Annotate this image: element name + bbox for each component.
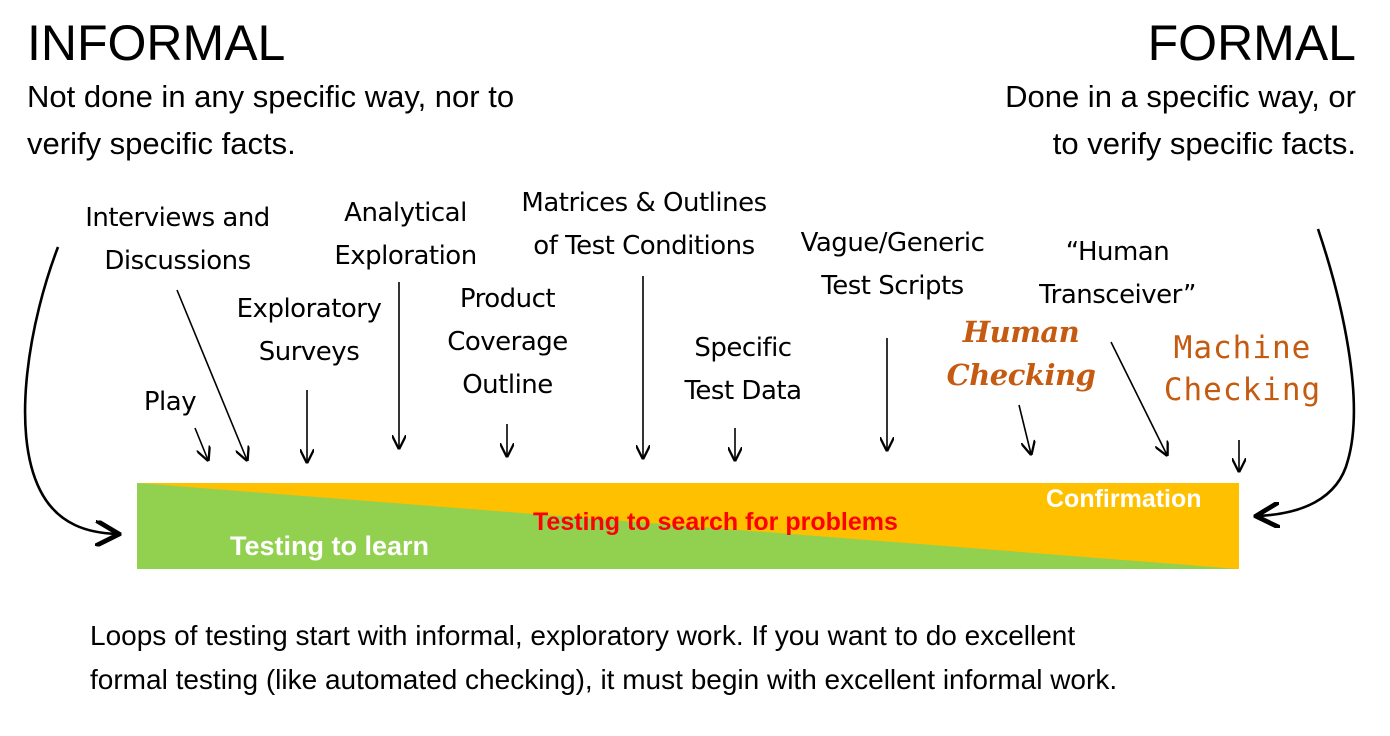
activity-human-checking: Human Checking [936, 311, 1106, 397]
activity-vague-scripts-line2: Test Scripts [821, 271, 964, 301]
activity-specific-data: Specific Test Data [668, 327, 818, 413]
informal-desc-line1: Not done in any specific way, nor to [27, 79, 515, 114]
band-green-region [137, 483, 1239, 569]
formal-desc-line1: Done in a specific way, or [1005, 79, 1356, 114]
arrow-play [194, 427, 208, 460]
loop-arrow-right [1258, 228, 1356, 516]
activity-matrices-line2: of Test Conditions [533, 231, 755, 261]
footer-line2: formal testing (like automated checking)… [90, 664, 1118, 695]
activity-human-transceiver-line1: “Human [1065, 237, 1170, 267]
activity-interviews-line2: Discussions [104, 246, 251, 276]
activity-play-line1: Play [143, 387, 197, 417]
footer-line1: Loops of testing start with informal, ex… [90, 620, 1076, 651]
arrow-interviews [176, 289, 247, 460]
formal-title: FORMAL [1147, 15, 1356, 71]
activity-analytical: Analytical Exploration [323, 192, 488, 278]
loop-arrow-left [23, 246, 117, 534]
band-label-confirmation: Confirmation [1046, 485, 1202, 513]
activity-surveys-line2: Surveys [258, 337, 360, 367]
activity-analytical-line2: Exploration [334, 241, 477, 271]
band-label-search: Testing to search for problems [533, 508, 898, 536]
activity-product-coverage: Product Coverage Outline [435, 278, 580, 407]
activity-analytical-line1: Analytical [344, 198, 467, 228]
arrow-human-checking [1018, 404, 1031, 454]
activity-product-coverage-line2: Coverage [447, 327, 568, 357]
activity-vague-scripts-line1: Vague/Generic [800, 228, 985, 258]
informal-title: INFORMAL [27, 15, 286, 71]
formal-desc-line2: to verify specific facts. [1052, 126, 1356, 161]
activity-interviews: Interviews and Discussions [60, 197, 295, 283]
informal-desc-line2: verify specific facts. [27, 126, 296, 161]
activity-human-checking-line1: Human [962, 315, 1080, 349]
activity-product-coverage-line3: Outline [462, 370, 553, 400]
activity-machine-checking-line2: Checking [1163, 372, 1322, 408]
activity-human-transceiver: “Human Transceiver” [1020, 231, 1215, 317]
activity-play: Play [110, 381, 230, 424]
activity-human-transceiver-line2: Transceiver” [1039, 280, 1196, 310]
activity-product-coverage-line1: Product [459, 284, 556, 314]
activity-matrices-line1: Matrices & Outlines [521, 188, 767, 218]
activity-interviews-line1: Interviews and [85, 203, 270, 233]
arrow-human-transceiver [1110, 341, 1167, 455]
band-label-learn: Testing to learn [230, 531, 430, 561]
activity-machine-checking: Machine Checking [1145, 327, 1340, 411]
activity-specific-data-line1: Specific [694, 333, 792, 363]
testing-band [137, 483, 1239, 569]
activity-machine-checking-line1: Machine [1173, 330, 1312, 366]
activity-matrices: Matrices & Outlines of Test Conditions [505, 182, 783, 268]
activity-human-checking-line2: Checking [946, 358, 1096, 392]
activity-surveys-line1: Exploratory [236, 294, 382, 324]
activity-surveys: Exploratory Surveys [224, 288, 394, 374]
activity-specific-data-line2: Test Data [684, 376, 802, 406]
activity-vague-scripts: Vague/Generic Test Scripts [790, 222, 995, 308]
